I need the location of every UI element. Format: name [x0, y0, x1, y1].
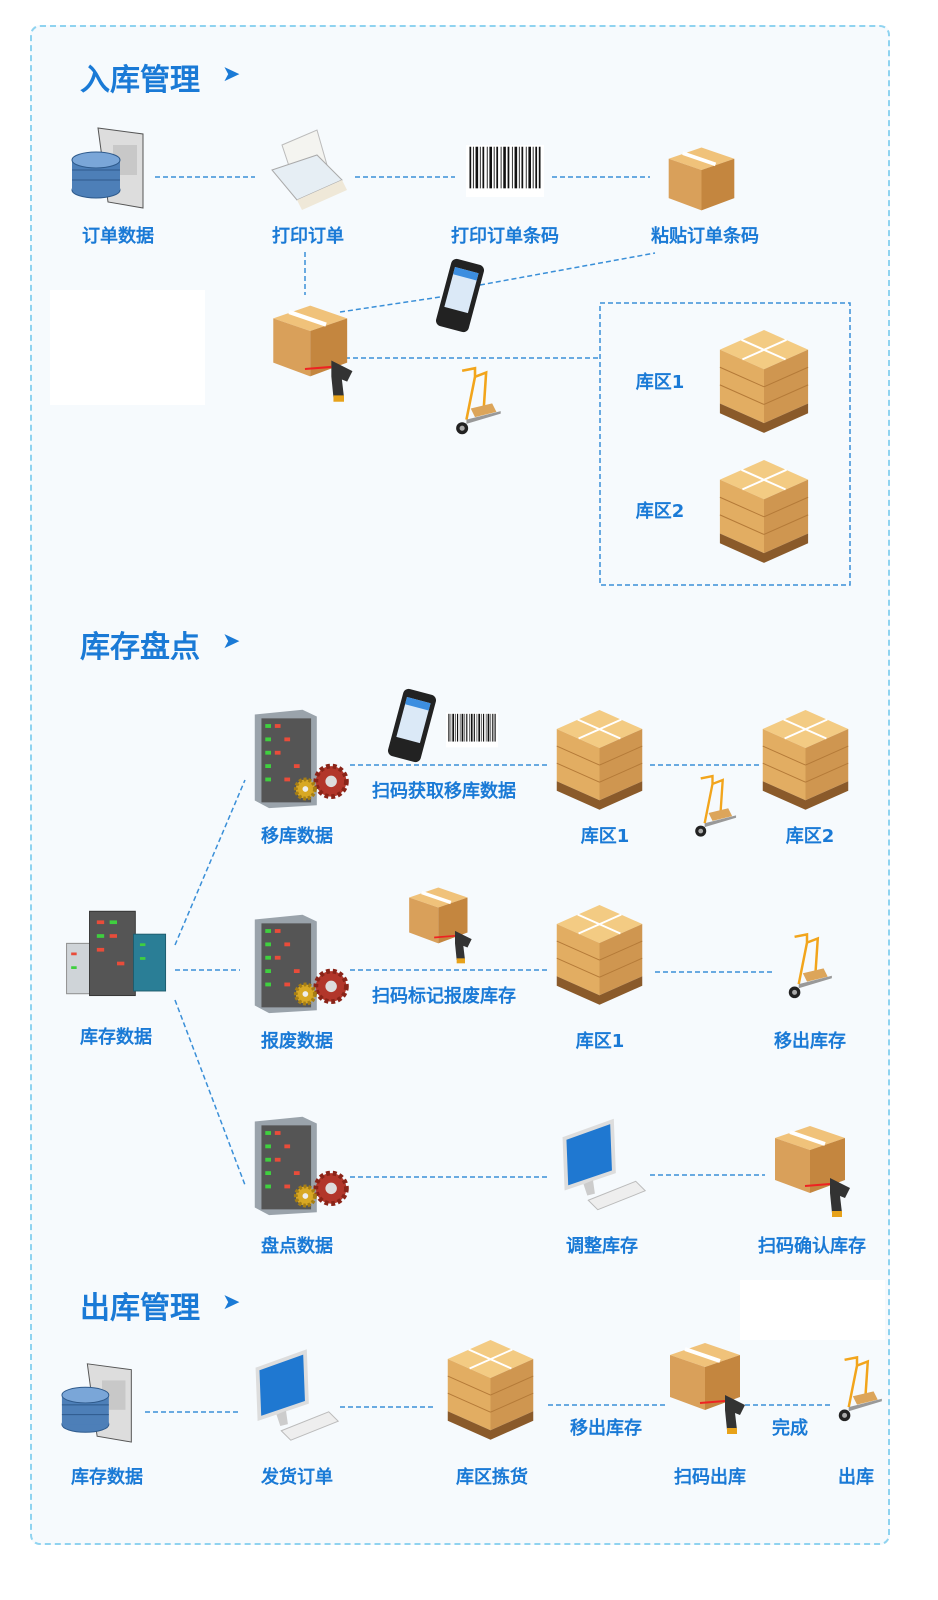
label-move-out: 移出库存: [774, 1031, 846, 1052]
barcode-icon: [465, 145, 545, 197]
pallet-icon: [552, 895, 647, 1010]
section-title-inbound: 入库管理: [80, 63, 200, 98]
pallet-icon: [715, 320, 813, 438]
label-ship-order: 发货订单: [261, 1467, 333, 1488]
box-scanner-icon: [665, 1335, 755, 1435]
delivery-box-icon: [664, 140, 739, 215]
pallet-icon: [552, 700, 647, 815]
label-zone2: 库区2: [785, 826, 835, 847]
database-server-icon: [68, 120, 158, 210]
label-done: 完成: [772, 1418, 808, 1439]
database-server-icon: [58, 1355, 146, 1445]
label-zone1: 库区1: [635, 372, 685, 393]
server-cluster-icon: [62, 905, 172, 1000]
rack-server-gear-icon: [250, 910, 355, 1015]
printer-icon: [262, 125, 352, 215]
pallet-icon: [758, 700, 853, 815]
box-scanner-icon: [405, 880, 480, 965]
section-title-inventory: 库存盘点: [80, 630, 200, 665]
box-scanner-icon: [268, 295, 363, 405]
barcode-icon: [446, 712, 498, 748]
label-zone2: 库区2: [635, 501, 685, 522]
rack-server-gear-icon: [250, 1112, 355, 1217]
arrow-icon: ➤: [222, 62, 241, 87]
hand-trolley-icon: [445, 360, 505, 445]
label-stock-data: 库存数据: [71, 1467, 143, 1488]
pallet-icon: [443, 1330, 538, 1445]
arrow-icon: ➤: [222, 629, 241, 654]
label-paste-barcode: 粘贴订单条码: [651, 226, 759, 247]
label-out: 出库: [838, 1467, 874, 1488]
label-order-data: 订单数据: [82, 226, 154, 247]
blank-area: [50, 290, 205, 405]
section-title-outbound: 出库管理: [80, 1291, 200, 1326]
label-scrap-data: 报废数据: [261, 1031, 333, 1052]
label-scan-scrap: 扫码标记报废库存: [372, 986, 516, 1007]
label-print-order: 打印订单: [272, 226, 344, 247]
label-count-data: 盘点数据: [261, 1236, 333, 1257]
label-adjust-stock: 调整库存: [566, 1236, 638, 1257]
label-move-out: 移出库存: [570, 1418, 642, 1439]
box-scanner-icon: [770, 1118, 860, 1218]
hand-trolley-icon: [828, 1348, 886, 1433]
label-zone-pick: 库区拣货: [456, 1467, 528, 1488]
blank-area: [740, 1280, 885, 1340]
computer-monitor-icon: [555, 1112, 650, 1222]
label-scan-confirm: 扫码确认库存: [758, 1236, 866, 1257]
label-scan-out: 扫码出库: [674, 1467, 746, 1488]
handheld-phone-icon: [430, 258, 490, 333]
label-scan-transfer: 扫码获取移库数据: [372, 781, 516, 802]
arrow-icon: ➤: [222, 1290, 241, 1315]
computer-monitor-icon: [248, 1345, 343, 1450]
label-zone1: 库区1: [580, 826, 630, 847]
hand-trolley-icon: [685, 765, 740, 850]
label-transfer-data: 移库数据: [261, 826, 333, 847]
rack-server-gear-icon: [250, 705, 355, 810]
label-zone1: 库区1: [575, 1031, 625, 1052]
label-stock-data: 库存数据: [80, 1027, 152, 1048]
label-print-barcode: 打印订单条码: [451, 226, 559, 247]
pallet-icon: [715, 450, 813, 568]
handheld-phone-icon: [382, 688, 442, 763]
hand-trolley-icon: [778, 925, 836, 1010]
